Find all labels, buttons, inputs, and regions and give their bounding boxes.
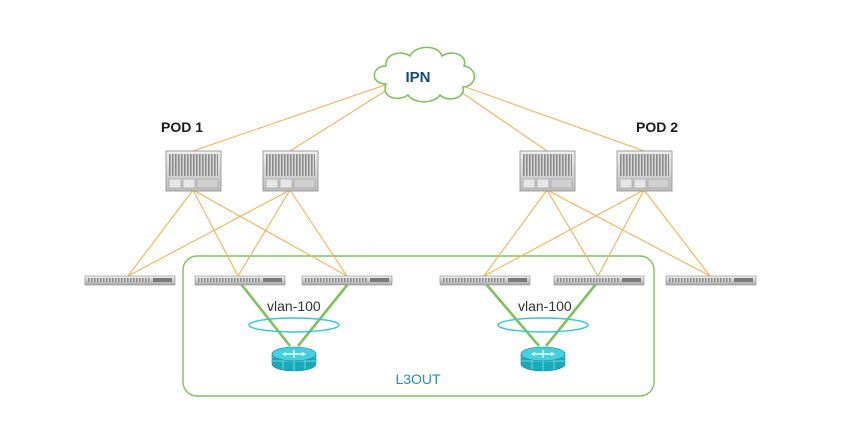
l3out-link	[239, 283, 292, 347]
router-icon	[271, 346, 317, 372]
l3out-router-links	[239, 283, 598, 347]
leaf-switch-icon	[301, 275, 393, 286]
ipn-spine-links	[192, 84, 645, 152]
leaf-switch-icon	[194, 275, 286, 286]
router-icon	[520, 346, 566, 372]
spine-switch-icon	[165, 150, 222, 192]
l3out-link	[485, 283, 540, 347]
ipn-label: IPN	[405, 69, 430, 86]
pod-label-1: POD 1	[161, 119, 203, 135]
cloud-icon	[373, 46, 476, 103]
vlan-label-2: vlan-100	[518, 298, 572, 314]
pod-label-2: POD 2	[636, 119, 678, 135]
leaf-switch-icon	[553, 275, 645, 286]
ipn-link-spine-1	[192, 84, 386, 152]
spine-switch-icon	[616, 150, 673, 192]
leaf-switch-icon	[439, 275, 531, 286]
leaf-switch-icon	[665, 275, 757, 286]
l3out-link	[296, 283, 350, 347]
ipn-link-spine-3	[454, 87, 548, 152]
l3out-label: L3OUT	[395, 371, 441, 387]
ipn-link-spine-2	[289, 87, 391, 152]
l3out-link	[544, 283, 598, 347]
l3out-container	[182, 255, 655, 397]
ipn-link-spine-4	[459, 84, 645, 152]
vlan-ring-icon	[497, 317, 589, 333]
leaf-switch-icon	[84, 275, 176, 286]
vlan-label-1: vlan-100	[267, 298, 321, 314]
spine-switch-icon	[519, 150, 576, 192]
pod1-spine-leaf-links	[127, 189, 348, 277]
pod2-spine-leaf-links	[483, 189, 711, 277]
vlan-ring-icon	[248, 317, 340, 333]
spine-switch-icon	[262, 150, 319, 192]
